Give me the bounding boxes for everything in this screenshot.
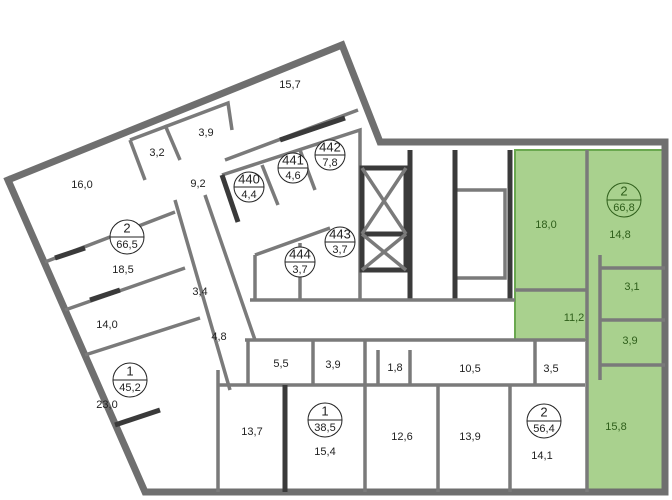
room-area: 3,1: [624, 281, 639, 293]
room-area: 12,6: [391, 431, 412, 443]
svg-text:38,5: 38,5: [314, 422, 335, 434]
svg-text:1: 1: [126, 363, 133, 378]
room-area: 3,4: [192, 286, 207, 298]
storage-marker[interactable]: 442 7,8: [314, 139, 346, 171]
room-area: 18,0: [535, 219, 556, 231]
svg-text:2: 2: [123, 220, 130, 235]
apartment-marker[interactable]: 2 56,4: [526, 403, 562, 439]
room-area: 4,8: [211, 331, 226, 343]
storage-marker[interactable]: 441 4,6: [277, 152, 309, 184]
svg-text:7,8: 7,8: [322, 157, 337, 169]
room-area: 15,8: [605, 421, 626, 433]
svg-text:4,4: 4,4: [241, 189, 256, 201]
svg-text:2: 2: [620, 183, 627, 198]
room-area: 10,5: [459, 363, 480, 375]
svg-text:443: 443: [329, 226, 351, 241]
room-area: 14,1: [531, 450, 552, 462]
interior-walls: [44, 100, 665, 492]
svg-text:4,6: 4,6: [285, 170, 300, 182]
room-area: 15,7: [279, 79, 300, 91]
svg-text:3,7: 3,7: [292, 264, 307, 276]
room-area: 13,9: [459, 431, 480, 443]
room-area: 13,7: [241, 426, 262, 438]
storage-marker[interactable]: 443 3,7: [324, 226, 356, 258]
svg-text:441: 441: [282, 152, 304, 167]
svg-text:45,2: 45,2: [119, 382, 140, 394]
svg-text:56,4: 56,4: [533, 423, 554, 435]
svg-text:442: 442: [319, 139, 341, 154]
storage-marker[interactable]: 440 4,4: [233, 171, 265, 203]
room-area: 3,9: [198, 127, 213, 139]
room-area: 16,0: [71, 179, 92, 191]
svg-text:444: 444: [289, 246, 311, 261]
room-area: 5,5: [273, 358, 288, 370]
room-area: 15,4: [314, 446, 335, 458]
apartment-marker[interactable]: 1 45,2: [112, 362, 148, 398]
room-area: 3,2: [149, 147, 164, 159]
svg-text:3,7: 3,7: [332, 244, 347, 256]
room-area: 14,0: [96, 319, 117, 331]
apartment-marker-highlighted[interactable]: 2 66,8: [606, 182, 642, 218]
room-labels: 15,7 3,2 3,9 16,0 9,2 18,5 3,4 14,0 4,8 …: [71, 79, 639, 462]
room-area: 3,9: [325, 359, 340, 371]
room-area: 1,8: [387, 362, 402, 374]
room-area: 3,5: [543, 363, 558, 375]
apartment-marker[interactable]: 2 66,5: [109, 219, 145, 255]
room-area: 11,2: [564, 312, 585, 324]
apartment-marker[interactable]: 1 38,5: [307, 402, 343, 438]
room-area: 3,9: [622, 335, 637, 347]
room-area: 14,8: [609, 229, 630, 241]
svg-text:66,5: 66,5: [116, 239, 137, 251]
room-area: 18,5: [112, 264, 133, 276]
svg-text:1: 1: [321, 403, 328, 418]
exterior-walls: [3, 40, 669, 496]
svg-text:440: 440: [238, 171, 260, 186]
storage-marker[interactable]: 444 3,7: [284, 246, 316, 278]
svg-text:2: 2: [540, 404, 547, 419]
room-area: 9,2: [190, 178, 205, 190]
svg-text:66,8: 66,8: [613, 202, 634, 214]
room-area: 23,0: [96, 399, 117, 411]
